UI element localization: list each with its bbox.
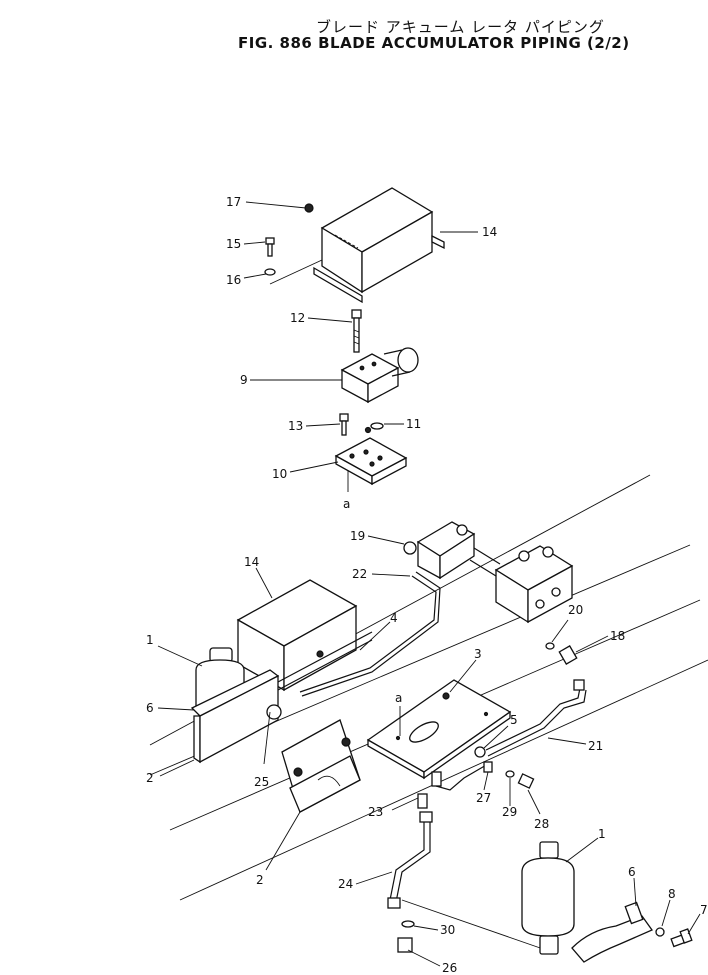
clamp-band-6 (571, 901, 653, 963)
callout-25: 25 (254, 775, 269, 789)
nut-17 (304, 203, 314, 213)
callout-1-lower: 1 (598, 827, 606, 841)
sub-plate-10 (334, 437, 408, 486)
o-ring-30 (401, 920, 415, 928)
accumulator-lower (521, 841, 575, 955)
callout-1-upper: 1 (146, 633, 154, 647)
pipe-21 (485, 687, 581, 751)
bracket-2 (281, 719, 361, 813)
cover-box-upper (313, 187, 445, 304)
solenoid-valve-9 (340, 347, 419, 404)
figure-title-japanese: ブレード アキューム レータ パイピング (316, 18, 605, 36)
pipe-22 (299, 575, 437, 693)
bolt-13 (339, 413, 349, 436)
fitting-21-end (573, 679, 585, 691)
callout-4: 4 (390, 611, 398, 625)
plug-28 (517, 773, 535, 789)
callout-24: 24 (338, 877, 353, 891)
o-ring-29 (505, 770, 515, 778)
fitting-24-bottom (387, 897, 401, 909)
callout-26: 26 (442, 961, 457, 975)
fitting-5 (474, 746, 486, 758)
callout-19: 19 (350, 529, 365, 543)
callout-5: 5 (510, 713, 518, 727)
plug-11 (364, 422, 384, 434)
callout-29: 29 (502, 805, 517, 819)
valve-block-19 (403, 521, 501, 580)
figure-title: FIG. 886 BLADE ACCUMULATOR PIPING (2/2) (238, 34, 630, 52)
callout-12: 12 (290, 311, 305, 325)
plate-3 (366, 679, 512, 780)
leader-line-30 (401, 899, 547, 951)
pipe-24-edge (395, 820, 431, 903)
callout-27: 27 (476, 791, 491, 805)
control-valve (494, 545, 574, 624)
leader-16-box (269, 259, 323, 285)
washer-16 (264, 268, 276, 276)
callout-17: 17 (226, 195, 241, 209)
pipe-24 (389, 820, 425, 901)
callout-14-lower: 14 (244, 555, 259, 569)
callout-2-lower: 2 (256, 873, 264, 887)
callout-15: 15 (226, 237, 241, 251)
callout-labels: 17 15 16 14 12 9 13 11 10 a 19 22 14 4 1… (146, 195, 708, 975)
bolt-12 (351, 309, 362, 353)
callout-a-lower: a (395, 691, 402, 705)
callout-10: 10 (272, 467, 287, 481)
callout-30: 30 (440, 923, 455, 937)
o-ring-20 (545, 642, 555, 650)
callout-20: 20 (568, 603, 583, 617)
callout-11: 11 (406, 417, 421, 431)
elbow-26 (397, 937, 413, 953)
callout-3: 3 (474, 647, 482, 661)
callout-13: 13 (288, 419, 303, 433)
callout-6-lower: 6 (628, 865, 636, 879)
callout-9: 9 (240, 373, 248, 387)
washer-8 (655, 927, 665, 937)
leader-lines (157, 201, 701, 967)
callout-28: 28 (534, 817, 549, 831)
bracket-lower-left (190, 631, 373, 764)
bolt-15 (265, 237, 275, 257)
callout-6-upper: 6 (146, 701, 154, 715)
callout-2-left: 2 (146, 771, 154, 785)
pipe-21-edge (487, 689, 587, 757)
callout-7: 7 (700, 903, 708, 917)
callout-8: 8 (668, 887, 676, 901)
callout-a-upper: a (343, 497, 350, 511)
fitting-24-top (419, 811, 433, 823)
callout-16: 16 (226, 273, 241, 287)
pipe-22-edge (301, 571, 441, 697)
callout-23: 23 (368, 805, 383, 819)
bolt-7 (670, 928, 693, 948)
callout-18: 18 (610, 629, 625, 643)
cover-box-lower (236, 579, 358, 692)
fitting-27 (483, 761, 493, 773)
callout-22: 22 (352, 567, 367, 581)
pipe-short-27 (435, 763, 489, 791)
callout-21: 21 (588, 739, 603, 753)
callout-14-upper: 14 (482, 225, 497, 239)
elbow-18 (558, 645, 578, 665)
